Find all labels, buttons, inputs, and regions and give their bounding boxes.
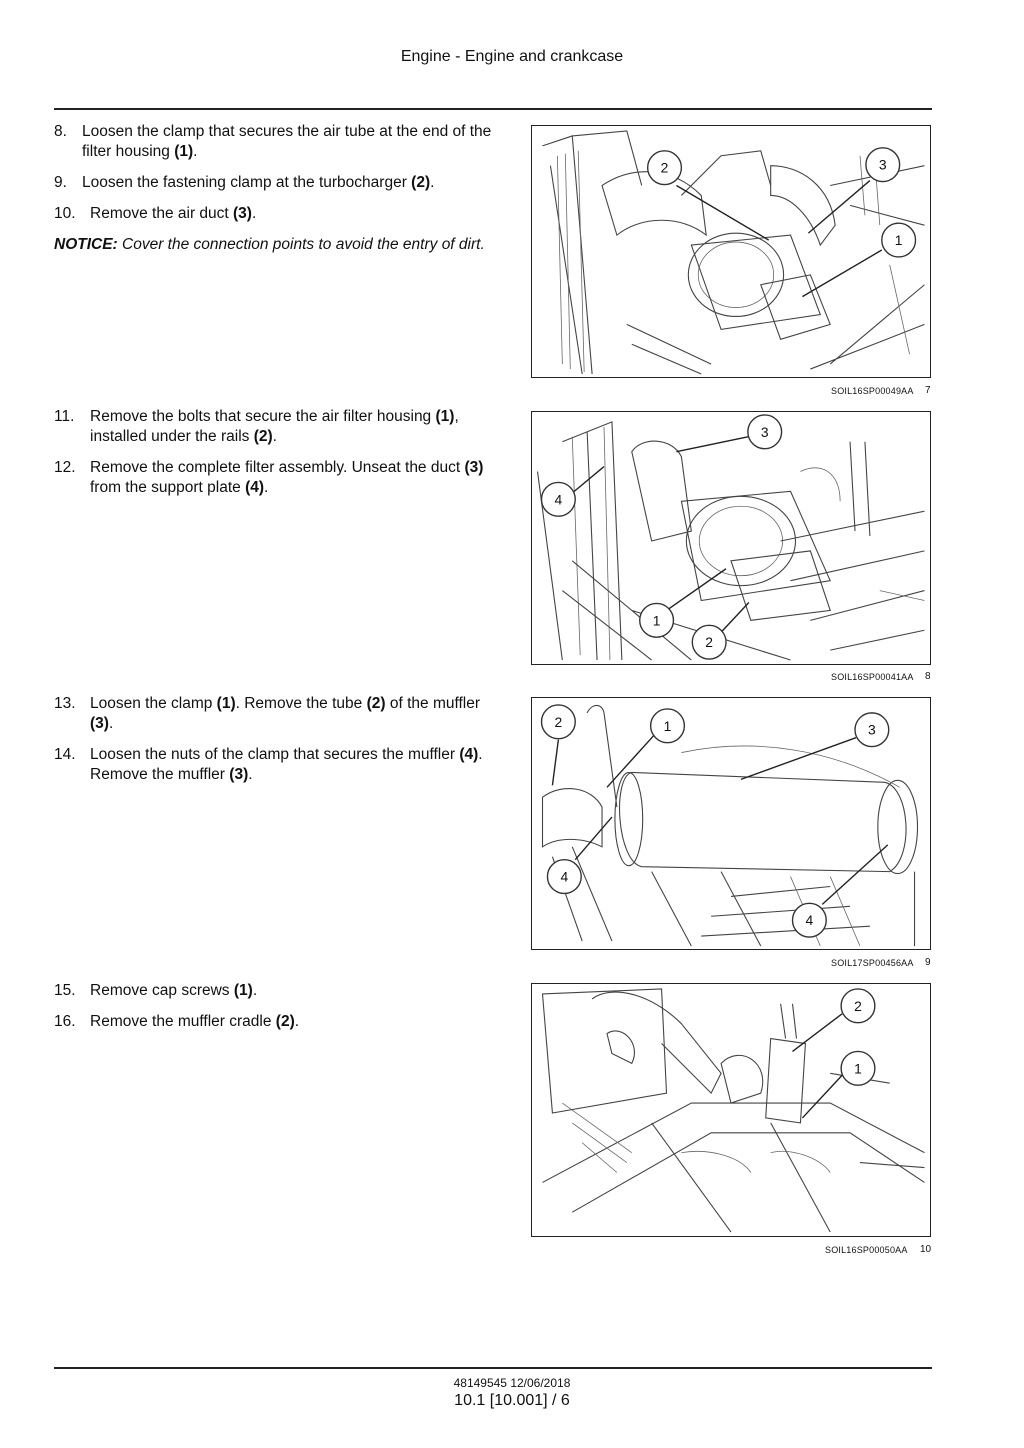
step-12: 12. Remove the complete filter assembly.… bbox=[54, 459, 484, 496]
footer-page-number: 10.1 [10.001] / 6 bbox=[454, 1392, 570, 1409]
callout-1: 1 bbox=[840, 1050, 876, 1086]
figure-number: 8 bbox=[925, 671, 931, 682]
callout-1: 1 bbox=[639, 602, 675, 638]
figure-8-illustration: 3 4 1 2 bbox=[531, 411, 931, 665]
page-header-title: Engine - Engine and crankcase bbox=[400, 48, 624, 65]
step-11: 11. Remove the bolts that secure the air… bbox=[54, 408, 459, 445]
svg-text:3: 3 bbox=[879, 157, 887, 173]
figure-number: 9 bbox=[925, 957, 931, 968]
engine-drawing bbox=[542, 130, 925, 375]
footer-rule bbox=[54, 1367, 932, 1369]
steps-group-4: 15. Remove cap screws (1). 16. Remove th… bbox=[54, 981, 494, 1043]
figure-code: SOIL16SP00049AA bbox=[831, 386, 914, 396]
callout-3: 3 bbox=[865, 147, 901, 183]
step-13: 13. Loosen the clamp (1). Remove the tub… bbox=[54, 695, 481, 732]
footer-doc-id: 48149545 12/06/2018 bbox=[453, 1376, 571, 1390]
callout-4: 4 bbox=[540, 481, 576, 517]
callout-2: 2 bbox=[646, 150, 683, 186]
svg-text:4: 4 bbox=[806, 912, 814, 928]
step-number: 11. bbox=[54, 408, 75, 425]
figure-7-illustration: 2 3 1 bbox=[531, 125, 931, 378]
svg-text:1: 1 bbox=[664, 718, 672, 734]
step-number: 15. bbox=[54, 982, 76, 999]
step-number: 10. bbox=[54, 205, 76, 222]
ref-label: (1) bbox=[233, 982, 253, 999]
svg-text:3: 3 bbox=[761, 424, 769, 440]
step-9: 9. Loosen the fastening clamp at the tur… bbox=[54, 174, 435, 191]
callout-3: 3 bbox=[747, 414, 783, 450]
ref-label: (3) bbox=[233, 205, 252, 222]
callout-1: 1 bbox=[649, 708, 686, 744]
svg-text:4: 4 bbox=[560, 869, 568, 885]
header-rule bbox=[54, 108, 932, 110]
figure-9-illustration: 2 1 3 4 4 bbox=[531, 697, 931, 950]
callout-2: 2 bbox=[540, 704, 576, 740]
callout-2: 2 bbox=[840, 988, 876, 1024]
step-number: 14. bbox=[54, 746, 76, 763]
callout-2: 2 bbox=[691, 624, 727, 660]
figure-code: SOIL17SP00456AA bbox=[831, 958, 914, 968]
svg-text:4: 4 bbox=[555, 491, 563, 507]
notice-label: NOTICE: bbox=[54, 236, 118, 253]
figure-number: 10 bbox=[920, 1244, 932, 1255]
step-number: 12. bbox=[54, 459, 76, 476]
svg-text:2: 2 bbox=[661, 160, 669, 176]
step-number: 16. bbox=[54, 1013, 76, 1030]
figure-10-illustration: 2 1 bbox=[531, 983, 931, 1237]
svg-text:2: 2 bbox=[854, 998, 862, 1014]
steps-group-3: 13. Loosen the clamp (1). Remove the tub… bbox=[54, 694, 494, 796]
steps-group-1: 8. Loosen the clamp that secures the air… bbox=[54, 122, 494, 255]
callout-4: 4 bbox=[546, 859, 582, 895]
step-number: 9. bbox=[54, 174, 67, 191]
muffler-drawing bbox=[541, 704, 919, 947]
step-number: 8. bbox=[54, 123, 67, 140]
callout-1: 1 bbox=[881, 222, 917, 258]
muffler-cradle-drawing bbox=[541, 988, 925, 1233]
figure-number: 7 bbox=[925, 385, 931, 396]
step-16: 16. Remove the muffler cradle (2). bbox=[54, 1013, 300, 1030]
step-14: 14. Loosen the nuts of the clamp that se… bbox=[54, 746, 483, 783]
step-10: 10. Remove the air duct (3). bbox=[54, 205, 257, 222]
step-number: 13. bbox=[54, 695, 76, 712]
ref-label: (2) bbox=[411, 174, 431, 191]
filter-assembly-drawing bbox=[536, 421, 925, 661]
step-8: 8. Loosen the clamp that secures the air… bbox=[54, 123, 492, 160]
figure-code: SOIL16SP00041AA bbox=[831, 672, 914, 682]
callout-4: 4 bbox=[791, 902, 827, 938]
svg-text:1: 1 bbox=[653, 612, 661, 628]
callout-3: 3 bbox=[854, 712, 890, 748]
svg-text:1: 1 bbox=[854, 1060, 862, 1076]
svg-text:2: 2 bbox=[555, 714, 563, 730]
svg-text:1: 1 bbox=[895, 232, 903, 248]
figure-code: SOIL16SP00050AA bbox=[825, 1245, 908, 1255]
steps-group-2: 11. Remove the bolts that secure the air… bbox=[54, 407, 494, 509]
ref-label: (2) bbox=[275, 1013, 295, 1030]
notice-text: Cover the connection points to avoid the… bbox=[117, 236, 485, 253]
ref-label: (1) bbox=[174, 143, 194, 160]
svg-text:3: 3 bbox=[868, 722, 876, 738]
step-15: 15. Remove cap screws (1). bbox=[54, 982, 258, 999]
notice: NOTICE: Cover the connection points to a… bbox=[54, 235, 494, 255]
svg-text:2: 2 bbox=[705, 634, 713, 650]
